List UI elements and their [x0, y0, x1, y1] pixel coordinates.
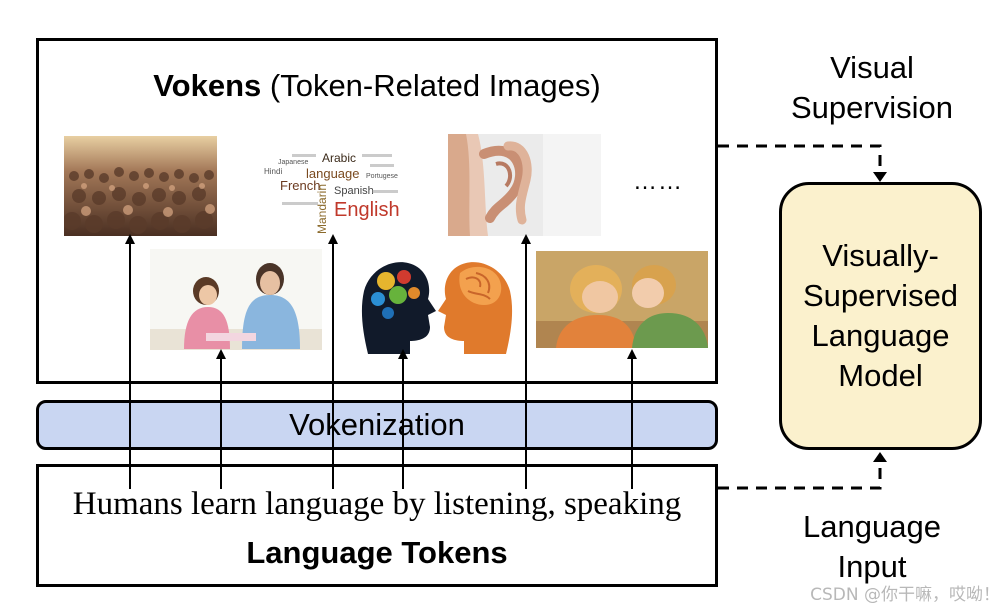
- word-mandarin: Mandarin: [315, 184, 329, 234]
- model-label-line4: Model: [838, 358, 923, 393]
- language-wordcloud-image: Arabic language French Spanish English M…: [262, 134, 418, 236]
- arrowhead-visual: [873, 172, 887, 182]
- word-hindi: Hindi: [264, 167, 282, 176]
- vokens-title-rest: (Token-Related Images): [261, 68, 601, 103]
- word-english: English: [334, 199, 400, 221]
- model-label-line2: Supervised: [802, 278, 959, 313]
- ear-listening-image: [448, 134, 601, 236]
- vokens-title: Vokens (Token-Related Images): [36, 68, 718, 104]
- dashed-visual-supervision: [718, 144, 882, 172]
- vokenization-bar: Vokenization: [36, 400, 718, 450]
- visual-supervision-line1: Visual: [830, 50, 914, 85]
- word-arabic: Arabic: [322, 151, 356, 165]
- children-whispering-image: [536, 251, 708, 348]
- language-input-label: Language Input: [772, 507, 972, 587]
- dashed-language-input: [718, 462, 882, 490]
- arrowhead-input: [873, 452, 887, 462]
- brain-heads-image: [348, 249, 520, 354]
- model-label-line3: Language: [811, 318, 950, 353]
- input-sentence: Humans learn language by listening, spea…: [72, 486, 682, 522]
- visual-supervision-label: Visual Supervision: [772, 48, 972, 128]
- model-label-line1: Visually-: [822, 238, 939, 273]
- visual-supervision-line2: Supervision: [791, 90, 953, 125]
- crowd-image: [64, 136, 217, 236]
- word-language: language: [306, 166, 360, 181]
- watermark: CSDN @你干嘛，哎呦！: [810, 585, 1000, 605]
- language-tokens-label: Language Tokens: [246, 535, 508, 570]
- vokens-title-bold: Vokens: [153, 68, 262, 103]
- word-portugese: Portugese: [366, 173, 398, 180]
- language-tokens-box: [36, 464, 718, 587]
- language-input-line1: Language: [803, 509, 941, 544]
- visually-supervised-language-model: Visually- Supervised Language Model: [779, 182, 982, 450]
- language-input-line2: Input: [837, 549, 907, 584]
- word-french: French: [280, 178, 320, 193]
- word-spanish: Spanish: [334, 185, 374, 197]
- mother-daughter-image: [150, 249, 322, 350]
- word-japanese: Japanese: [278, 159, 308, 166]
- more-images-ellipsis: ……: [633, 168, 683, 195]
